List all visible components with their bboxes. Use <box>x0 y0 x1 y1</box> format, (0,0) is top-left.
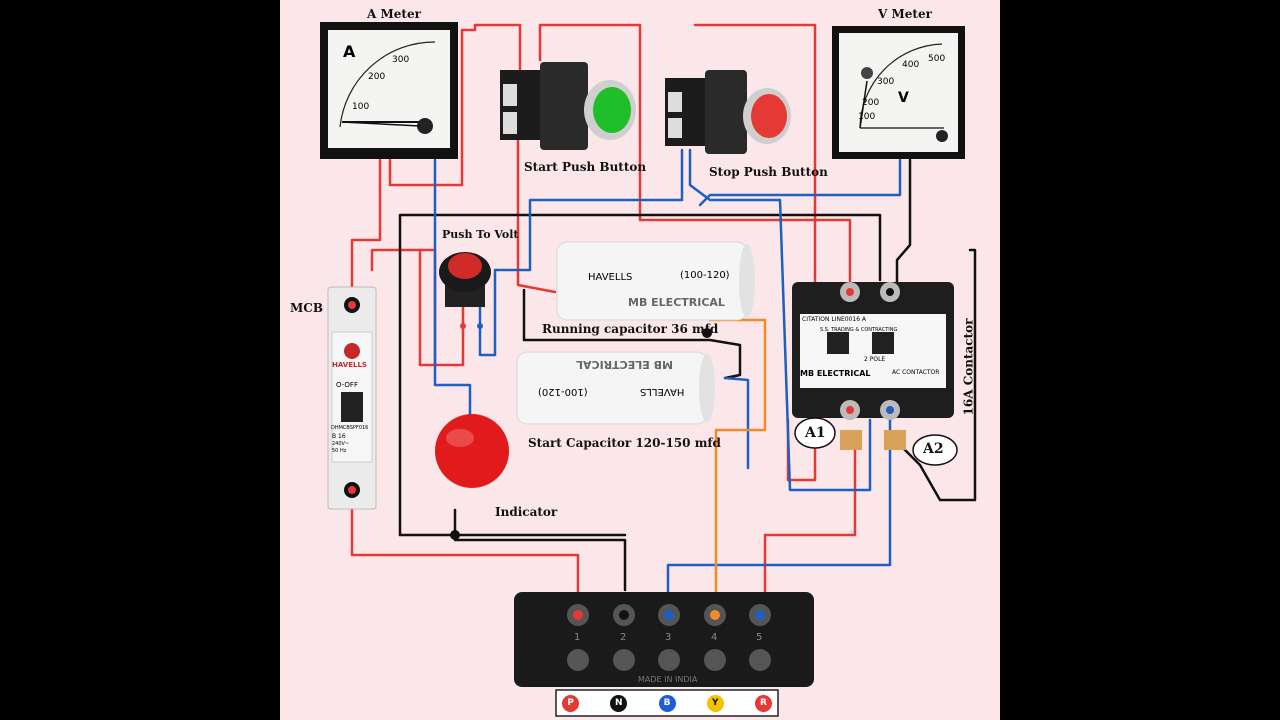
v-meter-tick: 500 <box>928 54 946 64</box>
wire-pushvolt-blue <box>478 148 684 357</box>
terminal-number: 2 <box>620 632 627 643</box>
v-meter-tick: 400 <box>902 60 920 70</box>
start-capacitor <box>516 351 715 425</box>
indicator-label: Indicator <box>495 505 558 519</box>
wire-mcb-bottom-to-terminal1 <box>350 488 580 612</box>
mcb-breaker <box>327 286 377 510</box>
start-cap-maker: MB ELECTRICAL <box>576 358 673 371</box>
running-capacitor-label: Running capacitor 36 mfd <box>542 322 719 336</box>
start-push-button <box>500 62 636 150</box>
contactor-type: AC CONTACTOR <box>892 369 940 376</box>
phase-legend-box <box>555 689 779 717</box>
wire-terminal3-blue <box>666 408 892 612</box>
wire-ameter-to-start <box>388 23 522 187</box>
contactor-poles: 2 POLE <box>864 356 886 363</box>
push-to-volt-label: Push To Volt <box>442 228 519 241</box>
diagram-graphics <box>320 22 977 717</box>
wire-mcb-top-to-ameter <box>350 158 382 307</box>
a2-label: A2 <box>923 441 944 457</box>
contactor-label: 16A Contactor <box>961 318 976 416</box>
contactor-maker: MB ELECTRICAL <box>800 369 871 378</box>
mcb-voltage: 240V~ <box>332 441 350 447</box>
v-meter-tick: 100 <box>858 112 876 122</box>
a-meter-label: A Meter <box>367 7 421 21</box>
wire-a1-to-terminal5 <box>763 438 857 612</box>
v-meter-label: V Meter <box>878 7 932 21</box>
mcb-brand: HAVELLS <box>332 361 367 369</box>
phase-p: P <box>562 694 579 712</box>
wire-runcap-black <box>522 288 742 380</box>
wiring-diagram: A Meter V Meter Start Push Button Stop P… <box>280 0 1000 720</box>
indicator-lamp <box>435 414 509 488</box>
phase-r: R <box>755 694 772 712</box>
wire-start-to-stop <box>538 23 852 292</box>
v-meter-tick: 300 <box>877 77 895 87</box>
wire-vmeter-blue <box>698 158 902 207</box>
run-cap-brand: HAVELLS <box>588 272 633 283</box>
terminal-screws-bottom <box>567 649 771 671</box>
wire-neutral-loop <box>453 508 627 592</box>
start-button-label: Start Push Button <box>524 160 647 174</box>
terminal-number: 5 <box>756 632 763 643</box>
a-meter-tick: 300 <box>392 55 410 65</box>
a-meter-unit: A <box>343 42 356 61</box>
mcb-rating: B 16 <box>332 433 346 440</box>
junction-dot <box>450 530 460 540</box>
wire-stop-blue <box>688 148 872 492</box>
mcb-freq: 50 Hz <box>332 448 347 454</box>
v-meter-tick: 200 <box>862 98 880 108</box>
push-to-volt-button <box>439 252 491 329</box>
wire-contactor-black <box>398 213 882 537</box>
contactor-model: CITATION LINE0016 A <box>802 316 867 323</box>
a1-label: A1 <box>805 425 826 441</box>
contactor-company: S.S. TRADING & CONTRACTING <box>820 327 898 333</box>
run-cap-maker: MB ELECTRICAL <box>628 296 725 309</box>
terminal-number: 4 <box>711 632 718 643</box>
run-cap-range: (100-120) <box>680 270 730 281</box>
wire-orange <box>708 318 767 612</box>
mcb-state: O-OFF <box>336 381 358 389</box>
a2-bubble <box>912 434 958 466</box>
running-capacitor <box>556 241 755 321</box>
start-capacitor-label: Start Capacitor 120-150 mfd <box>528 436 721 450</box>
wire-startcap-blue <box>723 376 750 470</box>
v-meter <box>832 26 965 159</box>
wire-start-to-runcap <box>516 138 557 294</box>
junction-dot <box>702 328 712 338</box>
start-cap-brand: HAVELLS <box>640 386 685 397</box>
wire-vmeter-black <box>895 158 912 292</box>
contactor <box>792 282 954 450</box>
phase-b: B <box>658 694 676 712</box>
a-meter <box>320 22 458 159</box>
terminal-number: 3 <box>665 632 672 643</box>
stop-push-button <box>665 70 791 154</box>
stop-button-label: Stop Push Button <box>709 165 828 179</box>
a-meter-tick: 100 <box>352 102 370 112</box>
phase-y: Y <box>706 694 724 712</box>
a-meter-tick: 200 <box>368 72 386 82</box>
start-cap-range: (100-120) <box>538 386 588 397</box>
terminal-number: 1 <box>574 632 581 643</box>
a1-bubble <box>794 417 836 449</box>
terminal-screws-top <box>567 604 771 626</box>
mcb-label: MCB <box>290 301 323 315</box>
terminal-made-in: MADE IN INDIA <box>638 675 698 684</box>
phase-legend: P N B Y R <box>562 693 772 713</box>
terminal-block <box>514 592 814 687</box>
wire-indicator-red <box>418 248 437 367</box>
v-meter-unit: V <box>898 90 909 106</box>
wire-contactor-coil-black <box>898 248 977 502</box>
mcb-model: DHMCBSPF016 <box>331 425 369 431</box>
wire-start-blue <box>433 158 472 422</box>
phase-n: N <box>610 694 628 712</box>
